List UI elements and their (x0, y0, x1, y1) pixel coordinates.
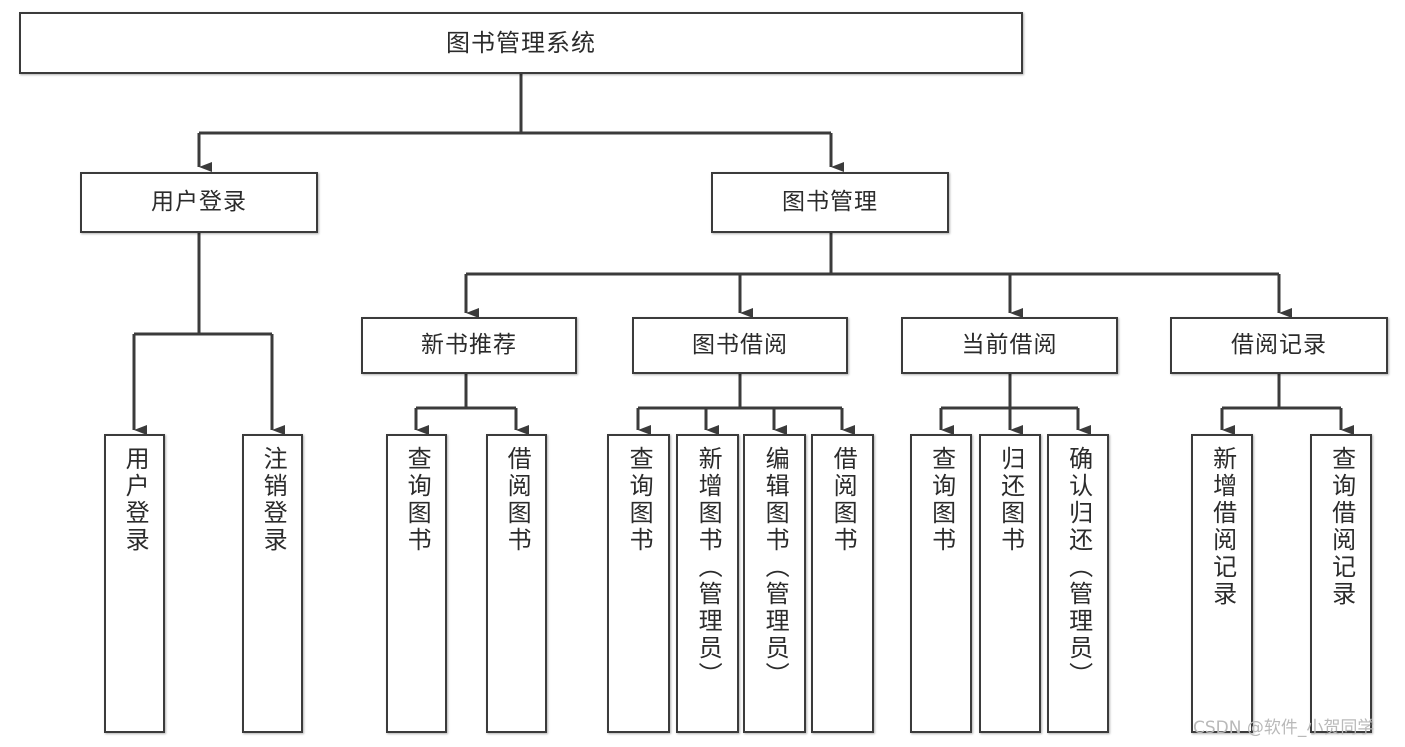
node-label: 查询借阅记录 (1327, 446, 1356, 608)
node-label: 新增图书（管理员） (694, 446, 723, 689)
leaf-edit-book-admin[interactable]: 编辑图书（管理员） (743, 434, 806, 733)
node-label: 查询图书 (927, 446, 956, 554)
leaf-logout[interactable]: 注销登录 (242, 434, 303, 733)
node-label: 图书管理系统 (446, 28, 596, 57)
node-label: 确认归还（管理员） (1064, 446, 1093, 689)
leaf-add-borrow-record[interactable]: 新增借阅记录 (1191, 434, 1253, 733)
node-label: 新书推荐 (421, 331, 517, 358)
node-label: 注销登录 (259, 446, 288, 554)
node-current-borrow[interactable]: 当前借阅 (901, 317, 1118, 374)
node-book-management[interactable]: 图书管理 (711, 172, 949, 233)
leaf-confirm-return-admin[interactable]: 确认归还（管理员） (1047, 434, 1109, 733)
leaf-borrow-book-borrow[interactable]: 借阅图书 (811, 434, 874, 733)
node-label: 图书管理 (782, 188, 878, 215)
node-root-system[interactable]: 图书管理系统 (19, 12, 1023, 74)
node-user-login[interactable]: 用户登录 (80, 172, 318, 233)
watermark: CSDN @软件_小贺同学 (1193, 718, 1375, 738)
node-label: 图书借阅 (692, 331, 788, 358)
node-label: 当前借阅 (961, 331, 1058, 358)
node-borrow-records[interactable]: 借阅记录 (1170, 317, 1388, 374)
node-label: 编辑图书（管理员） (761, 446, 790, 689)
leaf-borrow-book-newbook[interactable]: 借阅图书 (486, 434, 547, 733)
node-label: 借阅记录 (1231, 331, 1327, 358)
leaf-add-book-admin[interactable]: 新增图书（管理员） (676, 434, 739, 733)
node-book-borrow[interactable]: 图书借阅 (632, 317, 848, 374)
leaf-query-book-newbook[interactable]: 查询图书 (386, 434, 447, 733)
node-label: 用户登录 (121, 446, 150, 554)
node-label: 归还图书 (996, 446, 1025, 554)
leaf-query-book-borrow[interactable]: 查询图书 (607, 434, 670, 733)
leaf-query-borrow-record[interactable]: 查询借阅记录 (1310, 434, 1372, 733)
node-label: 用户登录 (151, 188, 247, 215)
leaf-user-login[interactable]: 用户登录 (104, 434, 165, 733)
leaf-query-book-current[interactable]: 查询图书 (910, 434, 972, 733)
node-new-book-recommend[interactable]: 新书推荐 (361, 317, 577, 374)
node-label: 新增借阅记录 (1208, 446, 1237, 608)
leaf-return-book[interactable]: 归还图书 (979, 434, 1041, 733)
node-label: 查询图书 (403, 446, 432, 554)
node-label: 借阅图书 (829, 446, 858, 554)
node-label: 查询图书 (625, 446, 654, 554)
node-label: 借阅图书 (503, 446, 532, 554)
